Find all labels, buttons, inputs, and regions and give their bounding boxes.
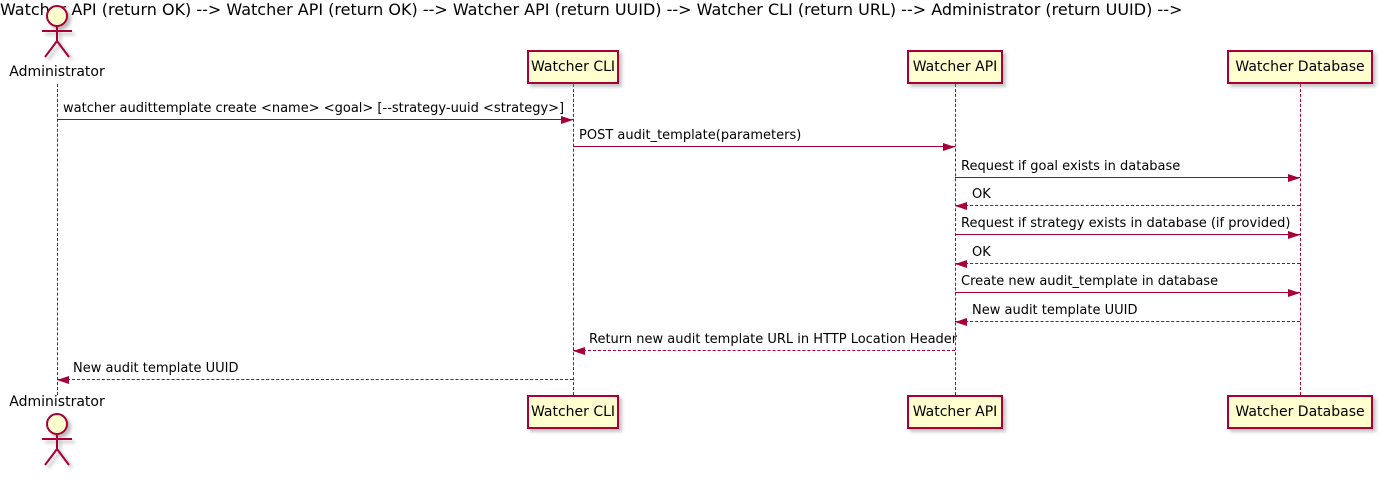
message-label: Create new audit_template in database [961, 274, 1219, 289]
arrowhead-left-icon [57, 375, 69, 384]
message-label: New audit template UUID [73, 361, 239, 376]
message-label: watcher audittemplate create <name> <goa… [63, 101, 565, 116]
arrowhead-left-icon [573, 346, 585, 355]
message-label: OK [972, 187, 991, 202]
participant-watcher-api-bottom: Watcher API [907, 395, 1003, 429]
message-line [955, 321, 1300, 322]
message-line [57, 119, 573, 120]
message-label: OK [972, 245, 991, 260]
message-line [955, 177, 1300, 178]
lifeline-watcher-database [1300, 84, 1301, 395]
lifeline-administrator [57, 84, 58, 395]
arrowhead-right-icon [1288, 173, 1300, 182]
message-label: Request if strategy exists in database (… [961, 216, 1291, 231]
participant-watcher-cli-top: Watcher CLI [527, 50, 619, 84]
actor-label-bottom: Administrator [9, 394, 105, 410]
message-label: POST audit_template(parameters) [579, 128, 802, 143]
actor-icon [42, 413, 72, 466]
message-line [955, 205, 1300, 206]
arrowhead-right-icon [1288, 288, 1300, 297]
message-line [573, 350, 955, 351]
arrowhead-left-icon [955, 259, 967, 268]
arrowhead-left-icon [955, 201, 967, 210]
lifeline-watcher-api [955, 84, 956, 395]
arrowhead-right-icon [943, 142, 955, 151]
message-label: New audit template UUID [972, 303, 1138, 318]
message-line [573, 146, 955, 147]
participant-watcher-database-top: Watcher Database [1227, 50, 1373, 84]
actor-label-top: Administrator [9, 64, 105, 80]
participant-watcher-cli-bottom: Watcher CLI [527, 395, 619, 429]
message-line [955, 292, 1300, 293]
actor-icon [42, 5, 72, 58]
arrowhead-right-icon [1288, 230, 1300, 239]
message-label: Return new audit template URL in HTTP Lo… [589, 332, 958, 347]
participant-watcher-api-top: Watcher API [907, 50, 1003, 84]
arrowhead-left-icon [955, 317, 967, 326]
message-line [57, 379, 573, 380]
participant-watcher-database-bottom: Watcher Database [1227, 395, 1373, 429]
lifeline-watcher-cli [573, 84, 574, 395]
message-line [955, 263, 1300, 264]
message-label: Request if goal exists in database [961, 159, 1181, 174]
message-line [955, 234, 1300, 235]
arrowhead-right-icon [561, 115, 573, 124]
